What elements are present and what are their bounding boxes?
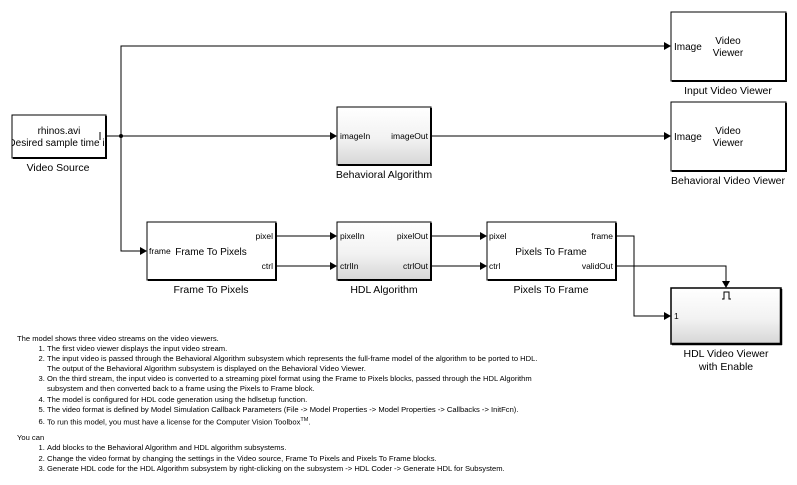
arrowhead [330, 132, 337, 140]
ptf-in-port2: ctrl [489, 261, 500, 271]
wire-to-frame-to-pixels[interactable] [120, 136, 140, 252]
signal-lines [107, 42, 730, 320]
notes-intro: The model shows three video streams on t… [17, 334, 219, 343]
ptf-out-port2: validOut [582, 261, 614, 271]
notes-item: On the third stream, the input video is … [47, 374, 787, 394]
wire-validout-to-enable[interactable] [617, 265, 727, 281]
ptf-in-port1: pixel [489, 231, 507, 241]
hdl-out-port2: ctrlOut [403, 261, 429, 271]
ptf-out-port1: frame [591, 231, 613, 241]
hdl-viewer-caption1: HDL Video Viewer [683, 348, 769, 360]
behavioral-caption: Behavioral Algorithm [336, 169, 433, 181]
arrowhead [722, 281, 730, 288]
model-annotation: The model shows three video streams on t… [17, 334, 787, 474]
input-viewer-text1: Video [715, 36, 741, 47]
task-item: Change the video format by changing the … [47, 454, 787, 464]
hdl-video-viewer-block[interactable]: 1 HDL Video Viewer with Enable [670, 287, 783, 373]
notes-item-text: subsystem and then converted back to a f… [47, 384, 315, 394]
trademark-mark: TM [300, 416, 309, 423]
hdl-in-port2: ctrlIn [340, 261, 359, 271]
hdl-out-port1: pixelOut [397, 231, 429, 241]
notes-item: The first video viewer displays the inpu… [47, 344, 787, 354]
notes-item-text: To run this model, you must have a licen… [47, 417, 301, 427]
enable-pulse-icon [722, 291, 731, 300]
notes-item: The input video is passed through the Be… [47, 354, 787, 374]
ptf-caption: Pixels To Frame [513, 284, 588, 296]
notes-item-text: The output of the Behavioral Algorithm s… [47, 364, 366, 374]
behavioral-in-port: imageIn [340, 131, 371, 141]
behavioral-viewer-text1: Video [715, 126, 741, 137]
notes-item-text: On the third stream, the input video is … [47, 374, 532, 384]
arrowhead [140, 247, 147, 255]
video-source-block[interactable]: rhinos.avi Desired sample time is Video … [8, 114, 109, 174]
input-viewer-caption: Input Video Viewer [684, 85, 772, 97]
notes-list: The first video viewer displays the inpu… [17, 344, 787, 427]
arrowhead [664, 132, 671, 140]
behavioral-out-port: imageOut [391, 131, 428, 141]
notes-item: The model is configured for HDL code gen… [47, 395, 787, 405]
wire-to-input-viewer[interactable] [120, 45, 664, 136]
input-viewer-text2: Viewer [713, 48, 744, 59]
frame-to-pixels-block[interactable]: frame Frame To Pixels pixel ctrl Frame T… [146, 221, 277, 296]
ftp-title: Frame To Pixels [175, 247, 247, 258]
behavioral-viewer-port: Image [674, 132, 702, 143]
arrowhead [664, 312, 671, 320]
arrowhead [664, 42, 671, 50]
input-viewer-port: Image [674, 42, 702, 53]
arrowhead [480, 232, 487, 240]
hdl-viewer-port: 1 [674, 311, 679, 321]
task-item: Generate HDL code for the HDL Algorithm … [47, 464, 787, 474]
notes-item: The video format is defined by Model Sim… [47, 405, 787, 415]
hdl-algorithm-block[interactable]: pixelIn ctrlIn pixelOut ctrlOut HDL Algo… [336, 221, 432, 296]
behavioral-viewer-caption: Behavioral Video Viewer [671, 175, 786, 187]
input-video-viewer-block[interactable]: Image Video Viewer Input Video Viewer [670, 11, 787, 97]
behavioral-video-viewer-block[interactable]: Image Video Viewer Behavioral Video View… [670, 101, 787, 187]
pixels-to-frame-block[interactable]: pixel ctrl Pixels To Frame frame validOu… [486, 221, 617, 296]
ftp-out-port1: pixel [256, 231, 274, 241]
arrowhead [330, 262, 337, 270]
notes-item: To run this model, you must have a licen… [47, 415, 787, 428]
notes-item-text: . [308, 417, 311, 427]
video-source-line1: rhinos.avi [38, 126, 81, 137]
ftp-caption: Frame To Pixels [173, 284, 248, 296]
ptf-title: Pixels To Frame [515, 247, 587, 258]
notes-you-can: You can [17, 433, 45, 443]
ftp-out-port2: ctrl [262, 261, 273, 271]
hdl-caption: HDL Algorithm [350, 284, 418, 296]
hdl-in-port1: pixelIn [340, 231, 365, 241]
ftp-in-port: frame [149, 246, 171, 256]
hdl-viewer-caption2: with Enable [698, 361, 753, 373]
wire-frame-to-hdl-viewer[interactable] [617, 235, 664, 317]
video-source-line2: Desired sample time is [8, 138, 109, 149]
behavioral-viewer-text2: Viewer [713, 138, 744, 149]
behavioral-algorithm-block[interactable]: imageIn imageOut Behavioral Algorithm [336, 106, 433, 181]
arrowhead [330, 232, 337, 240]
arrowhead [480, 262, 487, 270]
tasks-list: Add blocks to the Behavioral Algorithm a… [17, 443, 787, 473]
video-source-caption: Video Source [27, 162, 90, 174]
notes-item-text: The input video is passed through the Be… [47, 354, 538, 364]
task-item: Add blocks to the Behavioral Algorithm a… [47, 443, 787, 453]
